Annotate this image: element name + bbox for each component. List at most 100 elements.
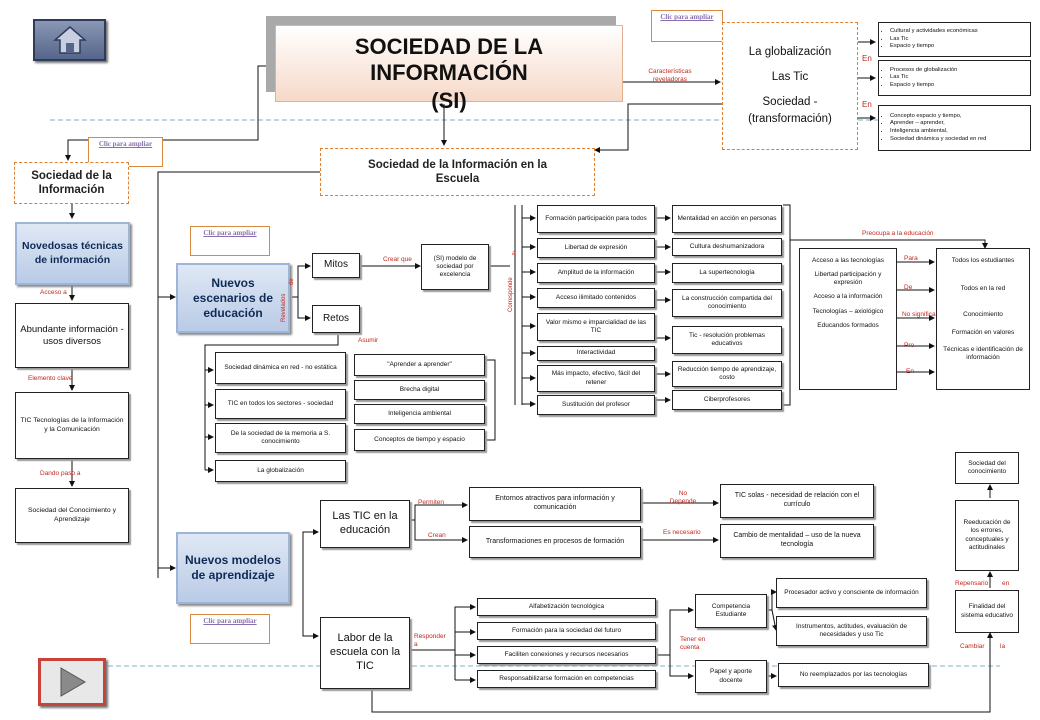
connector-no-significa: No significa bbox=[902, 311, 936, 318]
list-1-item: Cultural y actividades económicas bbox=[890, 28, 978, 36]
repensario-label: Repensario bbox=[955, 580, 989, 587]
retos-left-3: De la sociedad de la memoria a S. conoci… bbox=[215, 423, 346, 453]
procesador-box: Procesador activo y consciente de inform… bbox=[776, 578, 927, 608]
col1-item-2: Libertad de expresión bbox=[537, 238, 655, 258]
retos-box: Retos bbox=[312, 305, 360, 333]
en-label-2: En bbox=[862, 100, 872, 109]
de-label: de bbox=[289, 278, 295, 285]
col1-item-8: Sustitución del profesor bbox=[537, 395, 655, 415]
labor-box: Labor de la escuela con la TIC bbox=[320, 617, 410, 689]
retos-left-4: La globalización bbox=[215, 460, 346, 482]
tic-box: TIC Tecnologías de la Información y la C… bbox=[15, 392, 129, 459]
col1-item-3: Amplitud de la información bbox=[537, 263, 655, 283]
escenarios-box: Nuevos escenarios de educación bbox=[176, 263, 290, 333]
transformaciones-box: Transformaciones en procesos de formació… bbox=[469, 526, 641, 558]
connector-de: De bbox=[904, 284, 913, 291]
link-ampliar-modelos[interactable]: Clic para ampliar bbox=[190, 614, 270, 644]
todos-item-1: Todos los estudiantes bbox=[951, 257, 1015, 264]
col2-item-4: La construcción compartida del conocimie… bbox=[672, 289, 782, 317]
es-necesario-label: Es necesario bbox=[663, 529, 701, 536]
list-box-3: Concepto espacio y tiempo, Aprender – ap… bbox=[878, 105, 1031, 151]
entornos-box: Entornos atractivos para información y c… bbox=[469, 487, 641, 521]
mitos-box: Mitos bbox=[312, 253, 360, 278]
acceso-item-3: Acceso a la información bbox=[813, 293, 883, 301]
competencia-box: Competencia Estudiante bbox=[695, 594, 767, 628]
labor-item-4: Responsabilizarse formación en competenc… bbox=[477, 670, 656, 688]
retos-right-3: Inteligencia ambiental bbox=[354, 404, 485, 424]
si-escuela-box: Sociedad de la Información en la Escuela bbox=[320, 148, 595, 196]
col1-item-7: Más impacto, efectivo, fácil del retener bbox=[537, 365, 655, 392]
permiten-label: Permiten bbox=[418, 499, 445, 506]
list-3-item: Sociedad dinámica y sociedad en red bbox=[890, 136, 986, 144]
retos-right-4: Conceptos de tiempo y espacio bbox=[354, 429, 485, 451]
retos-right-1: "Aprender a aprender" bbox=[354, 354, 485, 376]
novedosas-box: Novedosas técnicas de información bbox=[15, 222, 130, 285]
list-box-2: Procesos de globalización Las Tic Espaci… bbox=[878, 60, 1031, 96]
tic-educacion-box: Las TIC en la educación bbox=[320, 500, 410, 548]
connector-en: En bbox=[906, 368, 914, 375]
col2-item-3: La supertecnología bbox=[672, 263, 782, 283]
instrumentos-box: Instrumentos, actitudes, evaluación de n… bbox=[776, 616, 927, 646]
list-2-item: Espacio y tiempo bbox=[890, 82, 957, 90]
acceso-item-5: Educandos formados bbox=[817, 321, 879, 329]
labor-item-3: Faciliten conexiones y recursos necesari… bbox=[477, 646, 656, 664]
tic-solas-box: TIC solas - necesidad de relación con el… bbox=[720, 484, 874, 518]
retos-right-2: Brecha digital bbox=[354, 380, 485, 400]
list-3-item: Concepto espacio y tiempo, bbox=[890, 113, 986, 121]
papel-box: Papel y aporte docente bbox=[695, 660, 767, 693]
connector-pro: Pro bbox=[904, 342, 915, 349]
home-icon bbox=[52, 26, 87, 54]
play-icon bbox=[60, 667, 86, 697]
cambio-mentalidad-box: Cambio de mentalidad – uso de la nueva t… bbox=[720, 524, 874, 558]
caracteristicas-label: Características reveladoras bbox=[648, 68, 692, 83]
en-label-1: En bbox=[862, 54, 872, 63]
no-reemplazados-box: No reemplazados por las tecnologías bbox=[778, 663, 929, 687]
title-line-1: SOCIEDAD DE LA INFORMACIÓN bbox=[354, 34, 544, 85]
globalizacion-line-3: Sociedad - bbox=[762, 96, 818, 108]
next-button[interactable] bbox=[38, 658, 106, 706]
globalizacion-line-2: Las Tic bbox=[771, 70, 809, 83]
la-label: la bbox=[1000, 643, 1006, 650]
list-box-1: Cultural y actividades económicas Las Ti… bbox=[878, 22, 1031, 57]
tener-en-cuenta-label: Tener en cuenta bbox=[680, 636, 706, 652]
list-2-item: Procesos de globalización bbox=[890, 67, 957, 75]
link-ampliar-escenarios[interactable]: Clic para ampliar bbox=[190, 226, 270, 256]
list-1-item: Espacio y tiempo bbox=[890, 43, 978, 51]
acceso-a-label: Acceso a bbox=[40, 289, 67, 296]
finalidad-box: Finalidad del sistema educativo bbox=[955, 590, 1019, 633]
list-1-item: Las Tic bbox=[890, 36, 978, 44]
acceso-item-4: Tecnologías – axiológico bbox=[812, 307, 884, 315]
sociedad-informacion-box: Sociedad de la Información bbox=[14, 162, 129, 204]
todos-item-2: Todos en la red bbox=[960, 285, 1006, 293]
preocupa-label: Preocupa a la educación bbox=[862, 230, 934, 237]
acceso-item-1: Acceso a las tecnologías bbox=[812, 257, 884, 264]
acceso-list-box: Acceso a las tecnologías Libertad partic… bbox=[799, 248, 897, 390]
list-2-item: Las Tic bbox=[890, 74, 957, 82]
connector-para: Para bbox=[904, 255, 918, 262]
modelo-box: (SI) modelo de sociedad por excelencia bbox=[421, 244, 489, 290]
col2-item-2: Cultura deshumanizadora bbox=[672, 238, 782, 256]
revelados-label: Revelados bbox=[281, 293, 287, 322]
abundante-box: Abundante información - usos diversos bbox=[15, 303, 129, 368]
home-button[interactable] bbox=[33, 19, 106, 61]
list-2: Procesos de globalización Las Tic Espaci… bbox=[882, 67, 957, 90]
a-label: a bbox=[512, 250, 516, 257]
todos-item-5: Técnicas e identificación de información bbox=[943, 345, 1023, 361]
retos-left-1: Sociedad dinámica en red - no estática bbox=[215, 352, 346, 384]
acceso-item-2: Libertad participación y expresión bbox=[814, 271, 882, 287]
list-3-item: Inteligencia ambiental, bbox=[890, 128, 986, 136]
todos-list-box: Todos los estudiantes Todos en la red Co… bbox=[936, 248, 1030, 390]
responder-a-label: Responder a bbox=[414, 633, 446, 649]
labor-item-1: Alfabetización tecnológica bbox=[477, 598, 656, 616]
no-depende-label: No Depende bbox=[669, 490, 697, 506]
asumir-label: Asumir bbox=[358, 337, 379, 344]
col1-item-1: Formación participación para todos bbox=[537, 205, 655, 233]
labor-item-2: Formación para la sociedad del futuro bbox=[477, 622, 656, 640]
cambiar-label: Cambiar bbox=[960, 643, 985, 650]
dando-paso-label: Dando paso a bbox=[40, 470, 81, 477]
crean-label: Crean bbox=[428, 532, 446, 539]
link-ampliar-top[interactable]: Clic para ampliar bbox=[651, 10, 723, 42]
en-label: en bbox=[1002, 580, 1010, 587]
col1-item-5: Valor mismo e imparcialidad de las TIC bbox=[537, 313, 655, 341]
